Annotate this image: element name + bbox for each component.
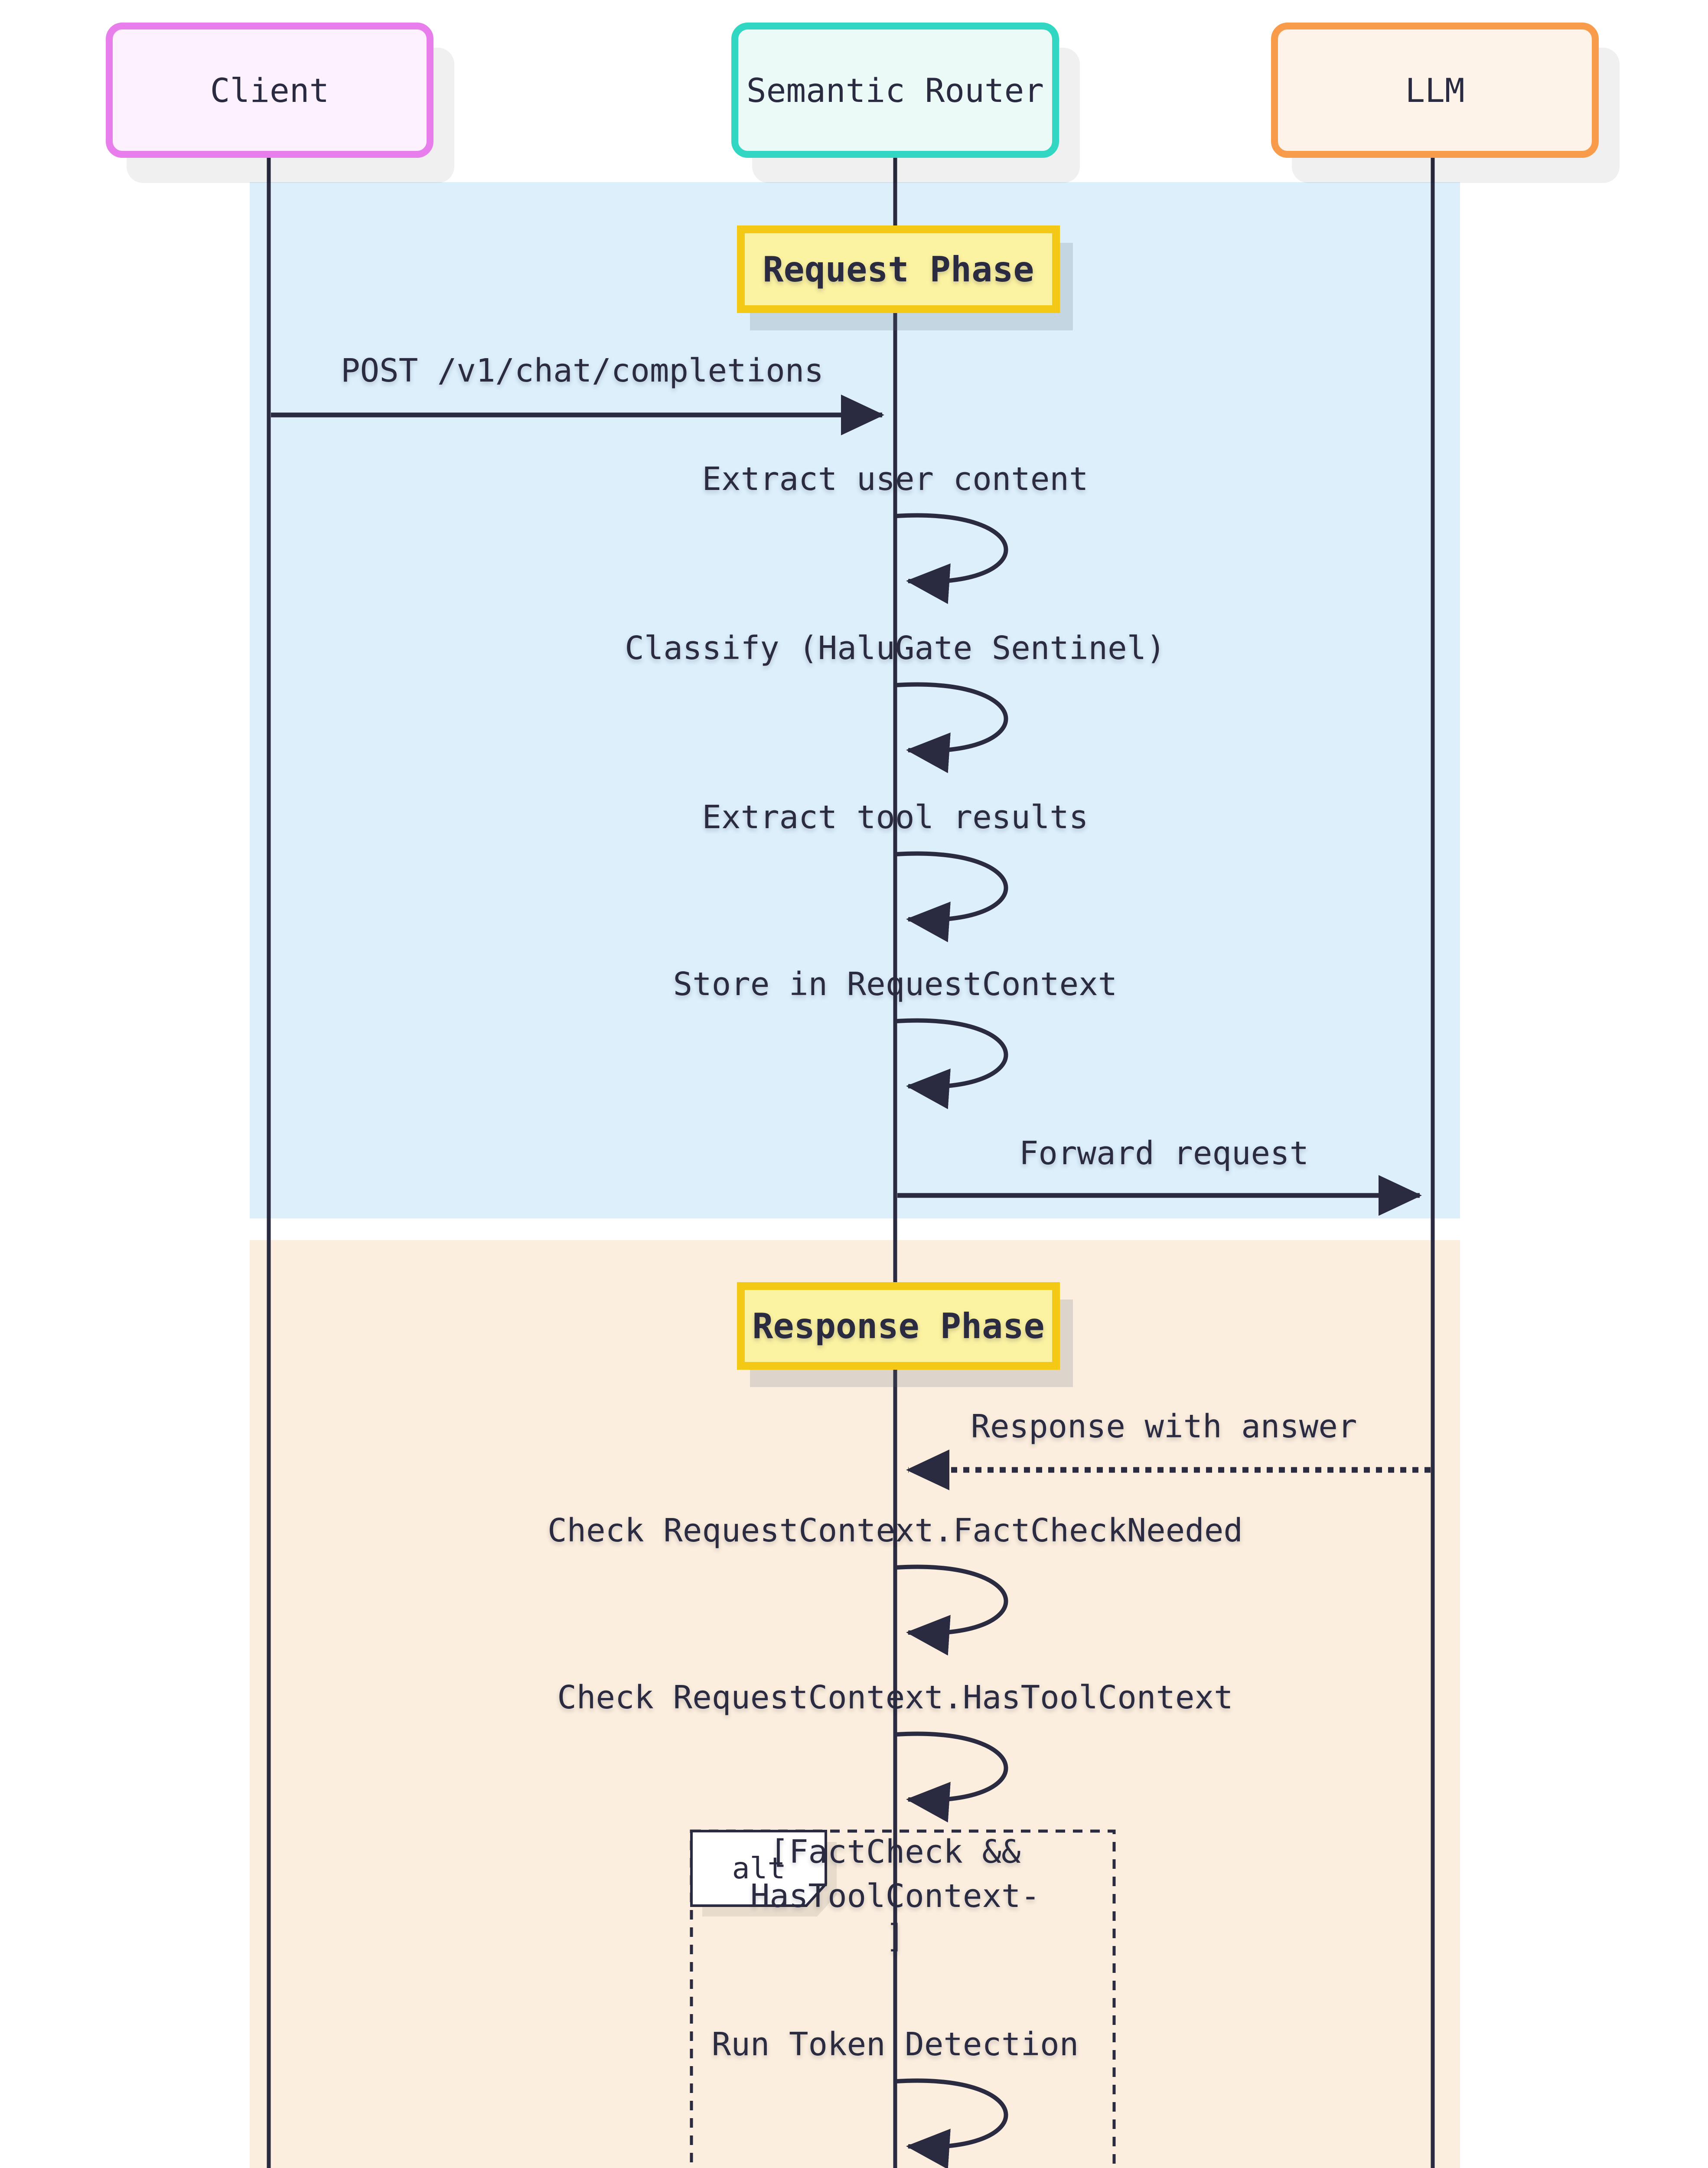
response-phase-label: Response Phase [737,1282,1060,1370]
message-post: POST /v1/chat/completions [341,352,824,389]
message-check-factcheck: Check RequestContext.FactCheckNeeded [548,1512,1243,1549]
message-check-hastool: Check RequestContext.HasToolContext [557,1679,1233,1716]
actor-llm-top: LLM [1271,23,1599,158]
request-phase-label: Request Phase [737,225,1060,313]
self-loop-classify [896,682,1008,774]
request-phase-band [250,182,1460,1218]
message-store-context: Store in RequestContext [673,966,1118,1003]
self-loop-run-token-detection [896,2078,1008,2168]
message-classify: Classify (HaluGate Sentinel) [625,630,1166,667]
message-forward: Forward request [1019,1135,1309,1172]
response-phase-band [250,1240,1460,2168]
alt-if-condition-line-2: HasToolContext- [750,1877,1040,1915]
self-loop-extract-user-content [896,513,1008,604]
self-loop-check-hastoolcontext [896,1731,1008,1823]
message-extract-user: Extract user content [702,460,1089,498]
self-loop-store-in-requestcontext [896,1018,1008,1110]
alt-operator-label: alt [732,1851,786,1886]
actor-client-top: Client [106,23,434,158]
alt-frame [690,1829,1116,2168]
alt-label-box [690,1830,827,1907]
alt-if-condition-line-1: [FactCheck && [769,1833,1021,1871]
self-loop-extract-tool-results [896,851,1008,943]
message-extract-tool: Extract tool results [702,799,1089,836]
alt-if-condition-line-3: ] [885,1918,905,1955]
message-run-token: Run Token Detection [711,2026,1079,2063]
actor-semantic-router-top: Semantic Router [731,23,1059,158]
message-response-answer: Response with answer [971,1408,1357,1445]
self-loop-check-factcheckneeded [896,1564,1008,1656]
